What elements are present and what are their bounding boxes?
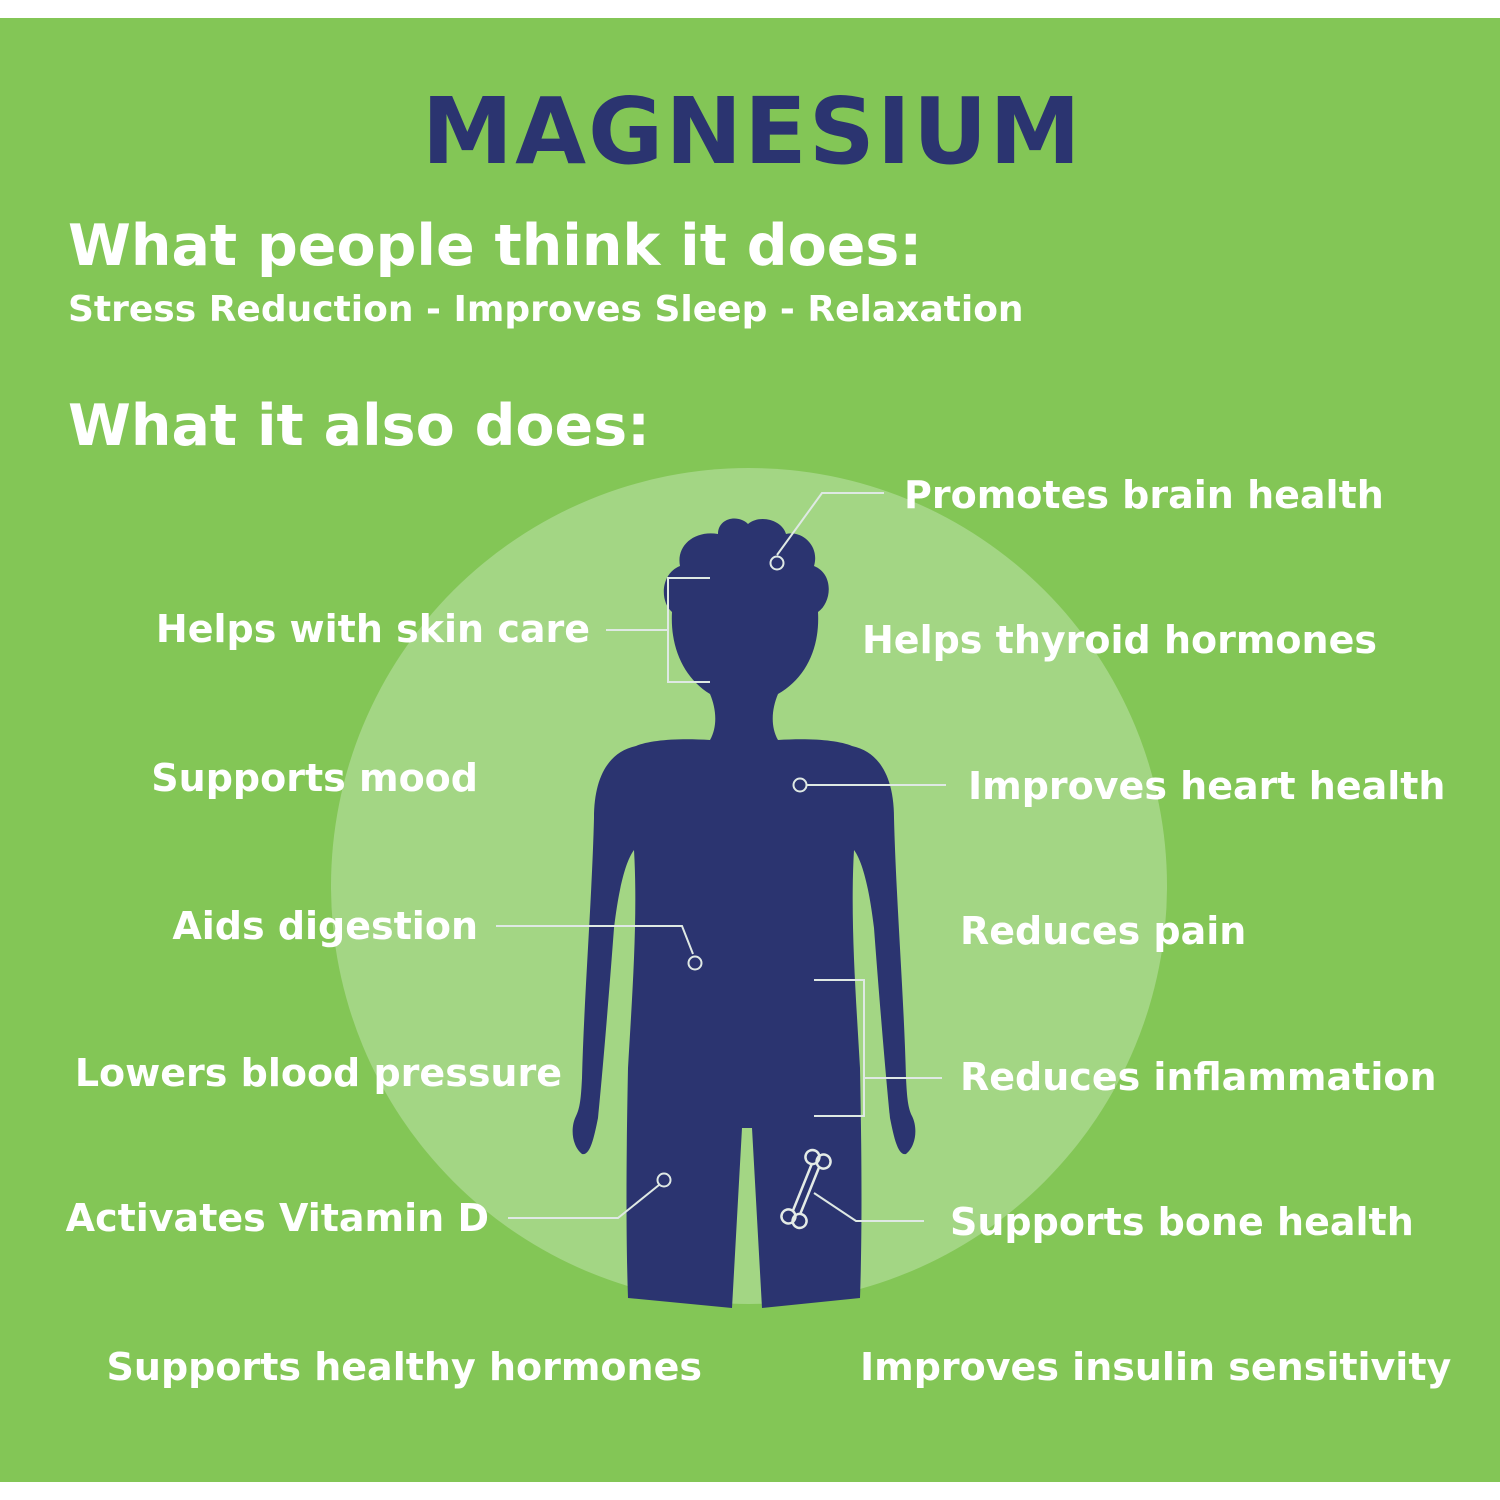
callout-dot-heart	[792, 777, 808, 793]
label-thyroid: Helps thyroid hormones	[862, 618, 1377, 662]
think-items: Stress Reduction - Improves Sleep - Rela…	[68, 289, 1024, 330]
label-brain-health: Promotes brain health	[904, 473, 1384, 517]
label-mood: Supports mood	[151, 756, 478, 800]
label-digestion: Aids digestion	[172, 904, 478, 948]
callout-bone	[813, 1192, 924, 1222]
label-healthy-hormones: Supports healthy hormones	[106, 1345, 702, 1389]
label-pain: Reduces pain	[960, 909, 1247, 953]
callout-lines	[496, 492, 946, 1222]
callout-brain	[776, 492, 884, 556]
bone-icon	[780, 1148, 832, 1230]
callout-dot-vitamin-d	[656, 1172, 672, 1188]
label-vitamin-d: Activates Vitamin D	[65, 1196, 489, 1240]
label-insulin: Improves insulin sensitivity	[860, 1345, 1452, 1389]
human-silhouette-icon	[572, 518, 916, 1308]
page-title: MAGNESIUM	[421, 78, 1083, 185]
label-skin-care: Helps with skin care	[155, 607, 590, 651]
callout-vitamin-d	[508, 1184, 660, 1219]
body-illustration	[331, 468, 1167, 1308]
callout-dot-brain	[769, 555, 785, 571]
label-heart-health: Improves heart health	[968, 764, 1446, 808]
also-heading: What it also does:	[68, 393, 650, 459]
callout-inflammation	[814, 979, 865, 1117]
infographic-panel: MAGNESIUM What people think it does: Str…	[0, 18, 1500, 1482]
think-heading: What people think it does:	[68, 213, 923, 279]
label-blood-pressure: Lowers blood pressure	[74, 1051, 562, 1095]
callout-dot-digestion	[687, 955, 703, 971]
callout-digestion	[496, 925, 694, 955]
label-inflammation: Reduces inflammation	[960, 1055, 1437, 1099]
label-bone-health: Supports bone health	[950, 1200, 1414, 1244]
